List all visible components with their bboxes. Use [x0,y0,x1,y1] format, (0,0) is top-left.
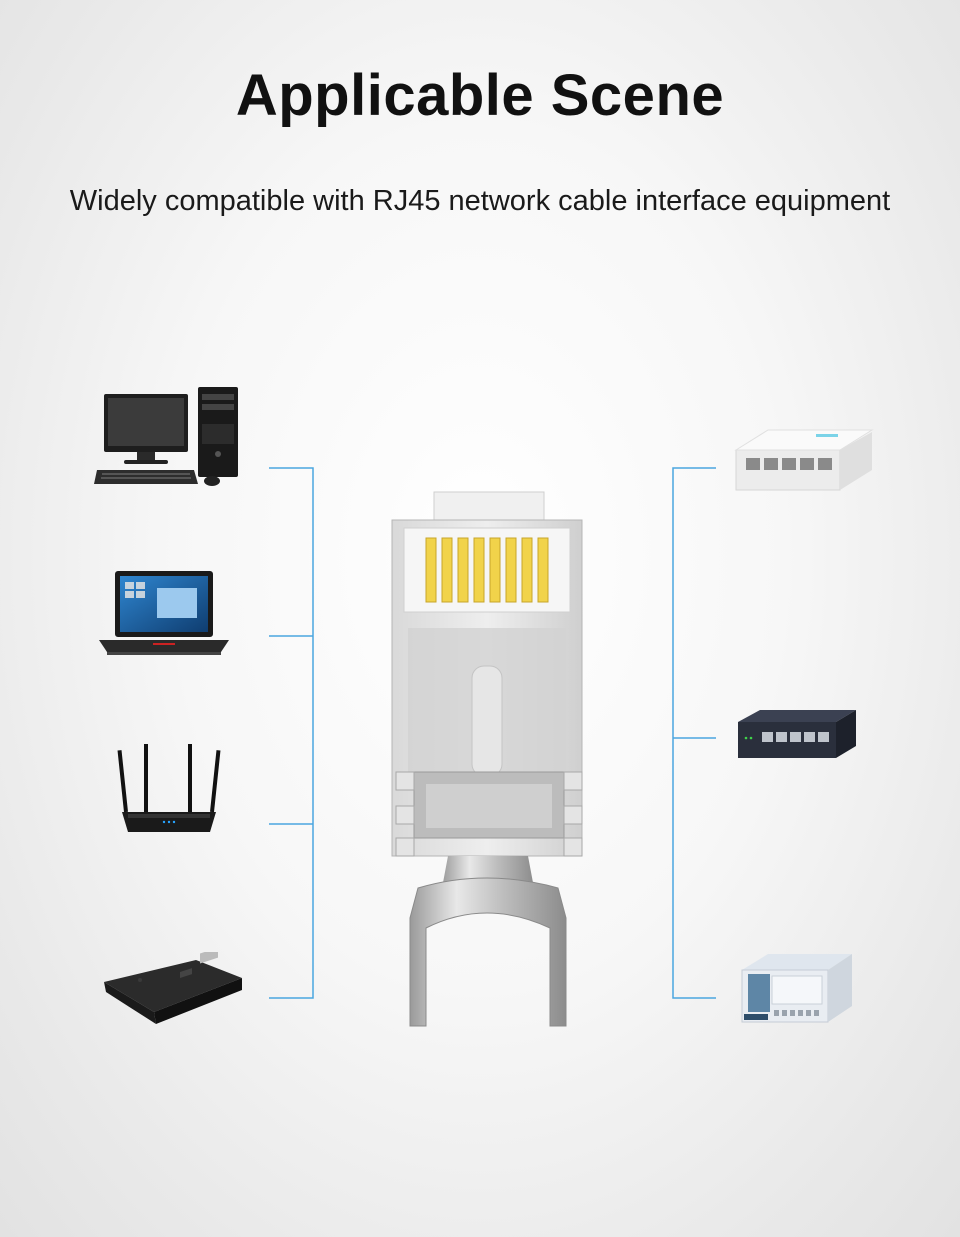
rj45-shielded-connector-icon [378,488,594,1041]
set-top-box-icon [100,952,246,1028]
page-subtitle: Widely compatible with RJ45 network cabl… [69,185,891,217]
network-hub-icon [738,950,856,1030]
desktop-computer-icon [92,384,252,490]
wifi-router-icon [114,742,224,838]
white-network-switch-icon [732,428,874,492]
dark-network-switch-icon [736,708,858,762]
left-bracket-line [269,467,314,999]
laptop-icon [97,568,233,658]
page-title: Applicable Scene [235,63,725,128]
right-bracket-line [672,467,716,999]
